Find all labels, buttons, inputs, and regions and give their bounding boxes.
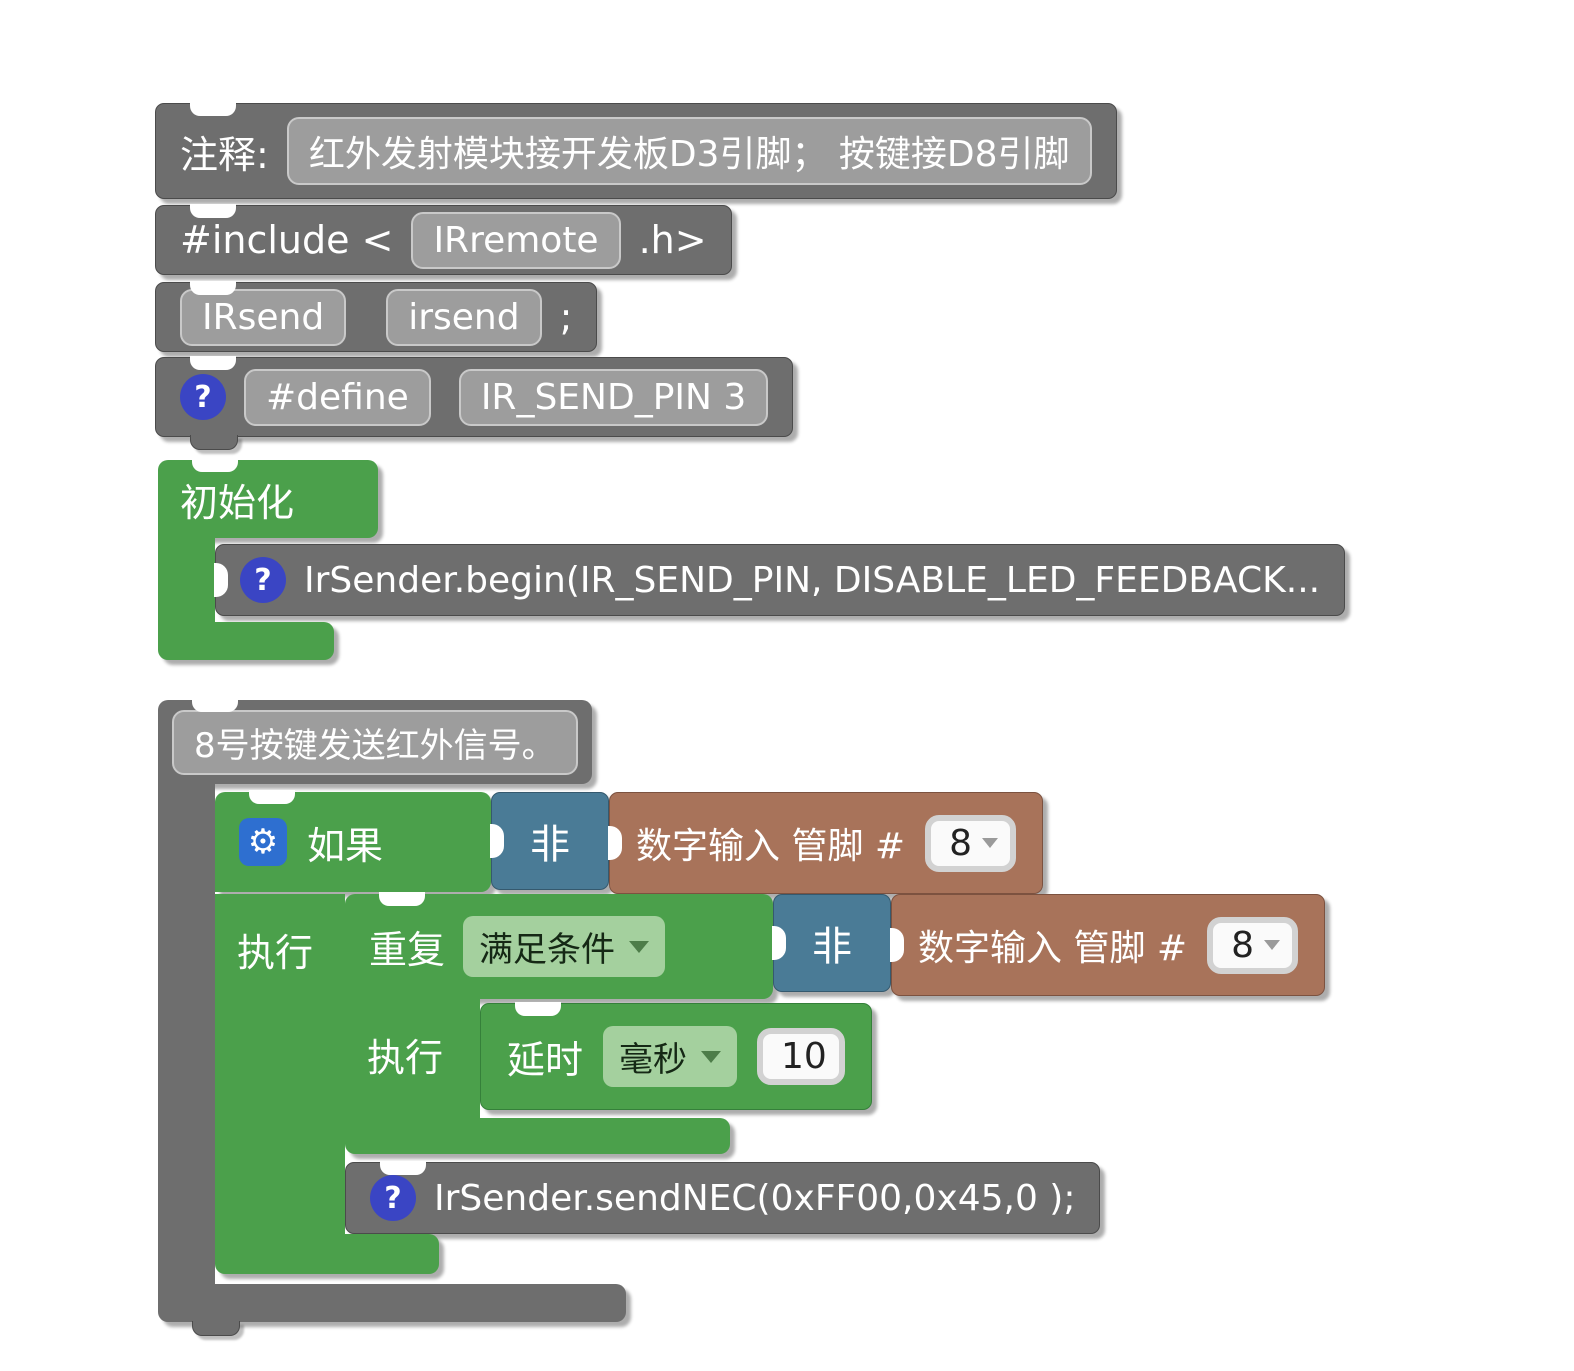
puzzle-notch-top <box>249 790 295 804</box>
help-icon[interactable]: ? <box>240 557 286 603</box>
if-do-label: 执行 <box>237 931 314 975</box>
digital-read-label: 数字输入 管脚 # <box>918 928 1188 969</box>
puzzle-socket-left <box>608 826 622 860</box>
comment-block[interactable]: 注释: 红外发射模块接开发板D3引脚； 按键接D8引脚 <box>155 102 1117 199</box>
puzzle-notch-top <box>190 204 236 218</box>
puzzle-notch-top <box>379 892 425 906</box>
irsend-declare-block[interactable]: IRsend irsend ; <box>155 281 598 352</box>
puzzle-notch-top <box>190 281 236 295</box>
delay-value-field[interactable]: 10 <box>757 1028 845 1085</box>
pin-dropdown-1[interactable]: 8 <box>925 814 1016 872</box>
delay-unit-value: 毫秒 <box>619 1040 688 1080</box>
dropdown-arrow-icon <box>629 940 650 953</box>
puzzle-tab-bottom <box>190 435 238 450</box>
dropdown-arrow-icon <box>1263 940 1280 950</box>
repeat-mode-dropdown[interactable]: 满足条件 <box>463 916 666 977</box>
puzzle-notch-top <box>192 458 238 472</box>
puzzle-notch-top <box>380 1161 426 1175</box>
include-library-field[interactable]: IRremote <box>411 211 621 269</box>
include-block[interactable]: #include < IRremote .h> <box>155 204 732 275</box>
not-label: 非 <box>812 924 852 970</box>
main-block[interactable]: 8号按键发送红外信号。 ⚙ 如果 非 <box>158 698 1325 1336</box>
puzzle-notch-top <box>515 1002 561 1016</box>
comment-label: 注释: <box>180 132 269 177</box>
send-nec-block[interactable]: ? IrSender.sendNEC(0xFF00,0x45,0 ); <box>345 1161 1101 1234</box>
ir-begin-code: IrSender.begin(IR_SEND_PIN, DISABLE_LED_… <box>304 559 1321 601</box>
repeat-label: 重复 <box>369 928 446 972</box>
dropdown-arrow-icon <box>981 838 998 848</box>
not-label: 非 <box>530 822 570 868</box>
repeat-do-label: 执行 <box>367 1036 444 1080</box>
include-prefix: #include < <box>180 218 394 262</box>
irsend-semicolon: ; <box>559 295 573 339</box>
define-value-field[interactable]: IR_SEND_PIN 3 <box>458 368 769 426</box>
ir-begin-block[interactable]: ? IrSender.begin(IR_SEND_PIN, DISABLE_LE… <box>214 544 1346 616</box>
send-nec-code: IrSender.sendNEC(0xFF00,0x45,0 ); <box>434 1177 1076 1219</box>
irsend-type-field[interactable]: IRsend <box>180 288 347 346</box>
puzzle-socket-left <box>490 824 504 858</box>
digital-read-label: 数字输入 管脚 # <box>636 826 906 867</box>
gear-icon[interactable]: ⚙ <box>239 818 287 866</box>
delay-value: 10 <box>781 1036 827 1077</box>
digital-read-block-1[interactable]: 数字输入 管脚 # 8 <box>608 792 1043 894</box>
puzzle-socket-left <box>890 928 904 962</box>
not-block-1[interactable]: 非 <box>490 792 609 890</box>
pin-dropdown-2[interactable]: 8 <box>1207 916 1298 974</box>
puzzle-notch-top <box>190 356 236 370</box>
setup-label: 初始化 <box>180 480 295 525</box>
delay-unit-dropdown[interactable]: 毫秒 <box>603 1026 738 1087</box>
puzzle-notch-top <box>192 698 238 712</box>
main-title-field[interactable]: 8号按键发送红外信号。 <box>172 709 578 775</box>
pin-value: 8 <box>1231 924 1254 966</box>
puzzle-socket-left <box>772 926 786 960</box>
comment-text-field[interactable]: 红外发射模块接开发板D3引脚； 按键接D8引脚 <box>286 117 1092 185</box>
repeat-mode-value: 满足条件 <box>479 930 616 970</box>
digital-read-block-2[interactable]: 数字输入 管脚 # 8 <box>890 894 1325 996</box>
help-icon[interactable]: ? <box>180 374 226 420</box>
define-keyword-field[interactable]: #define <box>244 368 431 426</box>
delay-label: 延时 <box>507 1038 584 1082</box>
dropdown-arrow-icon <box>701 1050 722 1063</box>
puzzle-tab-bottom <box>192 1321 240 1336</box>
not-block-2[interactable]: 非 <box>772 894 891 992</box>
delay-block[interactable]: 延时 毫秒 10 <box>480 1002 872 1110</box>
if-block[interactable]: ⚙ 如果 非 数字输入 管脚 # 8 <box>215 790 1325 1274</box>
puzzle-notch-top <box>190 102 236 116</box>
repeat-block[interactable]: 重复 满足条件 非 <box>345 892 1325 1154</box>
define-block[interactable]: ? #define IR_SEND_PIN 3 <box>155 356 794 450</box>
include-suffix: .h> <box>638 218 707 262</box>
setup-block[interactable]: 初始化 ? IrSender.begin(IR_SEND_PIN, DISABL… <box>158 458 1346 660</box>
irsend-name-field[interactable]: irsend <box>386 288 542 346</box>
puzzle-socket-left <box>214 563 228 597</box>
if-label: 如果 <box>307 823 384 868</box>
pin-value: 8 <box>949 822 972 864</box>
help-icon[interactable]: ? <box>370 1175 416 1221</box>
